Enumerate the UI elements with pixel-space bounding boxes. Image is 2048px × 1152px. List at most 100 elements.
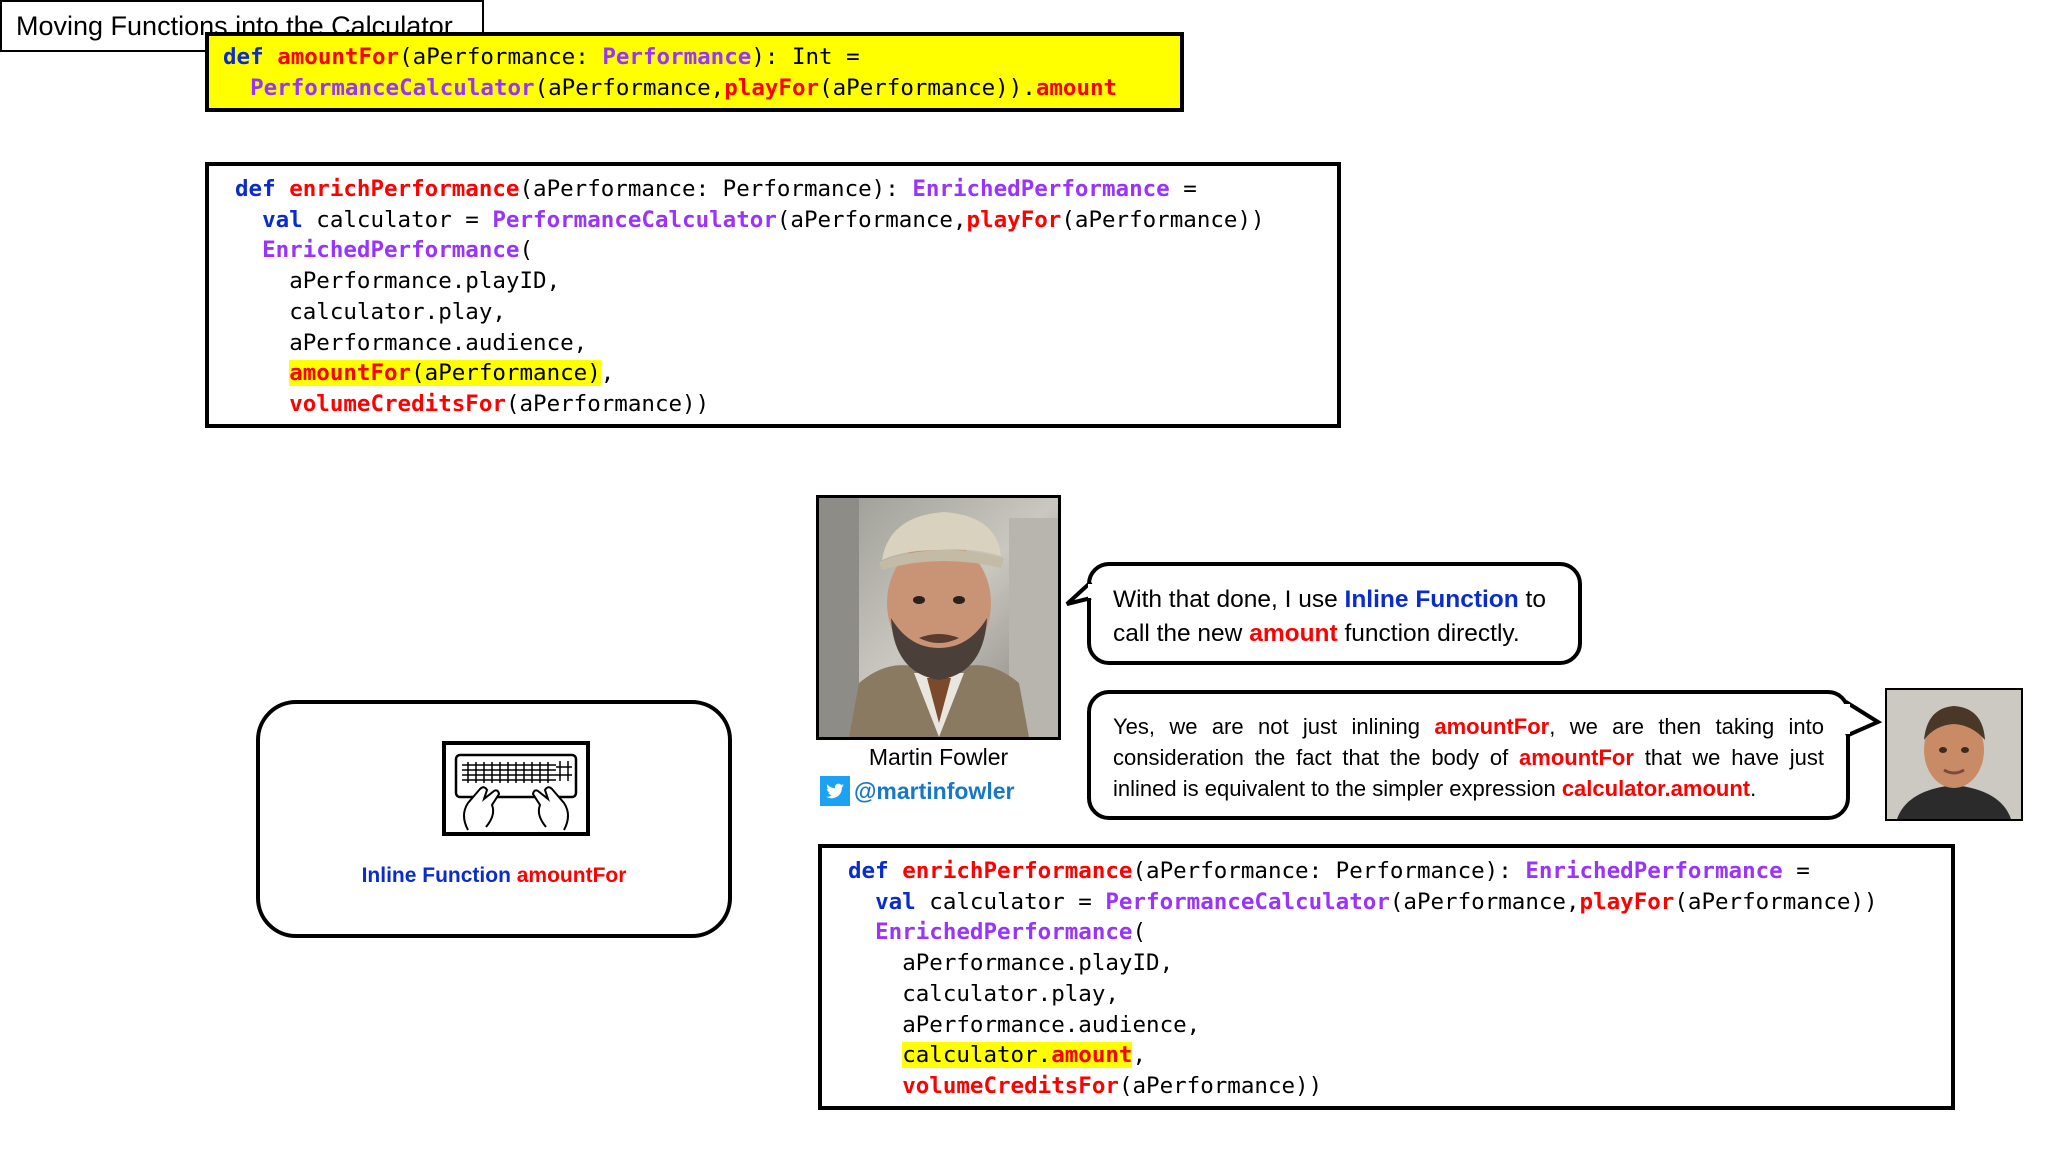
author-handle-link[interactable]: @martinfowler	[820, 776, 1014, 806]
refactoring-panel: Inline Function amountFor	[256, 700, 732, 938]
code-line: volumeCreditsFor(aPerformance))	[235, 389, 1311, 420]
speech-bubble-author: With that done, I use Inline Function to…	[1087, 562, 1582, 665]
code-text: (aPerformance: Performance):	[519, 176, 913, 202]
code-line: aPerformance.audience,	[848, 1010, 1925, 1041]
code-line: PerformanceCalculator(aPerformance,playF…	[223, 73, 1166, 104]
code-text: (aPerformance,	[1389, 888, 1580, 915]
code-function: amount	[1051, 1042, 1133, 1069]
code-function: volumeCreditsFor	[902, 1072, 1119, 1099]
code-keyword: def	[223, 44, 264, 70]
code-function: volumeCreditsFor	[289, 390, 506, 417]
code-line: calculator.amount,	[848, 1040, 1925, 1071]
narrator-portrait-image	[1887, 690, 2021, 819]
code-function: enrichPerformance	[902, 858, 1133, 884]
code-keyword: val	[262, 206, 303, 233]
speech-bubble-narrator: Yes, we are not just inlining amountFor,…	[1087, 690, 1850, 820]
code-text: aPerformance.playID,	[289, 268, 561, 295]
code-text: calculator.play,	[902, 980, 1119, 1007]
code-line: calculator.play,	[235, 297, 1311, 328]
bubble-emphasis: amountFor	[1434, 714, 1550, 739]
code-text: aPerformance.playID,	[902, 950, 1174, 977]
code-function: amountFor	[289, 360, 412, 387]
speech-bubble-tail	[1842, 700, 1882, 738]
keyboard-icon	[454, 753, 578, 831]
speech-bubble-tail	[1065, 580, 1094, 606]
code-text: (	[1132, 919, 1147, 946]
code-line: calculator.play,	[848, 979, 1925, 1010]
code-text: ): Int =	[751, 44, 860, 70]
code-type: EnrichedPerformance	[912, 176, 1170, 202]
code-line: amountFor(aPerformance),	[235, 358, 1311, 389]
code-text: (aPerformance:	[399, 44, 603, 70]
code-text: (aPerformance))	[505, 390, 710, 417]
code-function: enrichPerformance	[289, 176, 520, 202]
code-text: aPerformance.audience,	[289, 329, 588, 356]
refactoring-name: Inline Function	[361, 864, 511, 887]
bubble-emphasis: Inline Function	[1344, 586, 1519, 613]
narrator-portrait	[1885, 688, 2023, 821]
code-text: ,	[600, 360, 615, 387]
code-line: volumeCreditsFor(aPerformance))	[848, 1071, 1925, 1102]
code-line: val calculator = PerformanceCalculator(a…	[848, 887, 1925, 918]
code-text: (aPerformance: Performance):	[1132, 858, 1526, 884]
refactoring-target: amountFor	[516, 864, 627, 887]
code-type: EnrichedPerformance	[875, 919, 1133, 946]
code-function: amount	[1035, 74, 1118, 101]
author-name: Martin Fowler	[868, 744, 1009, 770]
code-line: aPerformance.playID,	[235, 266, 1311, 297]
author-handle-text: @martinfowler	[854, 777, 1015, 804]
code-type: PerformanceCalculator	[250, 74, 535, 101]
bubble-text: Yes, we are not just inlining	[1113, 714, 1435, 739]
code-function: playFor	[724, 74, 820, 101]
code-type: EnrichedPerformance	[262, 237, 520, 264]
code-text: ,	[1132, 1042, 1147, 1069]
twitter-icon	[820, 776, 850, 806]
bubble-text: With that done, I use	[1113, 586, 1345, 613]
code-text: calculator.	[902, 1042, 1052, 1069]
author-portrait	[816, 495, 1061, 740]
code-highlight: amountFor(aPerformance)	[289, 360, 601, 387]
code-highlight: calculator.amount	[902, 1042, 1133, 1069]
code-function: amountFor	[277, 44, 400, 70]
code-text: (aPerformance)	[411, 360, 601, 387]
code-line: EnrichedPerformance(	[848, 917, 1925, 948]
code-type: PerformanceCalculator	[492, 206, 777, 233]
code-line: aPerformance.playID,	[848, 948, 1925, 979]
code-text: (aPerformance,	[776, 206, 967, 233]
bubble-text: function directly.	[1337, 620, 1520, 647]
bubble-text: that we have just inlined is equivalent …	[1113, 745, 1824, 801]
code-keyword: def	[848, 858, 889, 884]
code-function: playFor	[966, 206, 1062, 233]
bubble-text: to call the new	[1113, 586, 1546, 647]
code-text: (	[519, 237, 534, 264]
code-line: def enrichPerformance(aPerformance: Perf…	[848, 856, 1925, 887]
code-text: (aPerformance,	[534, 74, 725, 101]
code-keyword: def	[235, 176, 276, 202]
code-type: Performance	[602, 44, 752, 70]
code-block-enrich-after: def enrichPerformance(aPerformance: Perf…	[818, 844, 1955, 1110]
code-block-enrich-before: def enrichPerformance(aPerformance: Perf…	[205, 162, 1341, 428]
code-line: val calculator = PerformanceCalculator(a…	[235, 205, 1311, 236]
keyboard-icon-frame	[442, 741, 590, 836]
refactoring-label: Inline Function amountFor	[260, 864, 728, 888]
code-text: (aPerformance))	[1061, 206, 1265, 233]
code-text: =	[1782, 858, 1810, 884]
code-text: (aPerformance))	[1118, 1072, 1323, 1099]
code-type: EnrichedPerformance	[1525, 858, 1783, 884]
bubble-emphasis: calculator.amount	[1561, 776, 1751, 801]
code-text: calculator =	[915, 888, 1106, 915]
code-text: calculator =	[302, 206, 493, 233]
code-text: aPerformance.audience,	[902, 1011, 1201, 1038]
code-function: playFor	[1579, 888, 1675, 915]
code-line: def enrichPerformance(aPerformance: Perf…	[235, 174, 1311, 205]
bubble-emphasis: amount	[1249, 620, 1338, 647]
author-portrait-image	[819, 498, 1058, 737]
bubble-emphasis: amountFor	[1519, 745, 1634, 770]
code-type: PerformanceCalculator	[1105, 888, 1390, 915]
bubble-text: , we are then taking into consideration …	[1113, 714, 1825, 770]
code-keyword: val	[875, 888, 916, 915]
code-text: (aPerformance))	[1674, 888, 1878, 915]
code-line: aPerformance.audience,	[235, 328, 1311, 359]
code-text: calculator.play,	[289, 298, 506, 325]
code-line: def amountFor(aPerformance: Performance)…	[223, 42, 1166, 73]
